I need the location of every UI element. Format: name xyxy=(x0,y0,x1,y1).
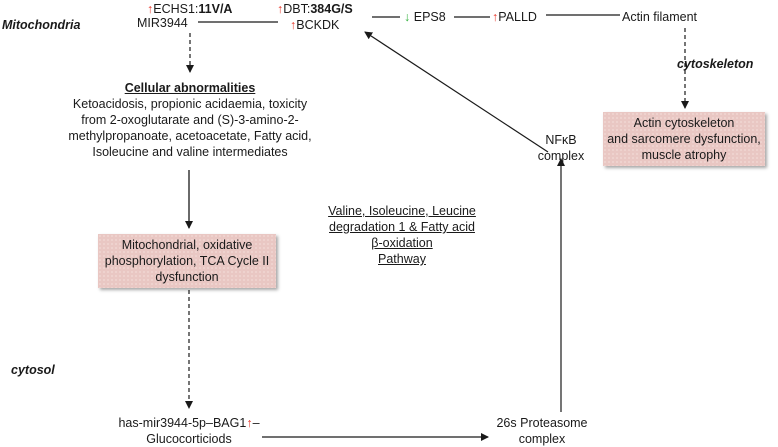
gene-mir3944: MIR3944 xyxy=(137,16,188,30)
compartment-label-cytoskeleton: cytoskeleton xyxy=(677,57,754,71)
proteasome-complex: 26s Proteasome complex xyxy=(496,416,588,446)
cellular-abnormalities-text: Ketoacidosis, propionic acidaemia, toxic… xyxy=(68,97,312,159)
mirna-bag1-glucocorticoids: has-mir3944-5p–BAG1↑– Glucocorticiods xyxy=(118,416,260,446)
cellular-abnormalities-title: Cellular abnormalities xyxy=(124,81,256,95)
actin-cytoskeleton-box: Actin cytoskeleton and sarcomere dysfunc… xyxy=(603,112,765,166)
up-arrow-icon: ↑ xyxy=(147,2,154,16)
compartment-label-mitochondria: Mitochondria xyxy=(2,18,81,32)
actin-filament-label: Actin filament xyxy=(622,10,698,24)
compartment-label-cytosol: cytosol xyxy=(11,363,55,377)
up-arrow-icon: ↑ xyxy=(492,10,499,24)
gene-bckdk: ↑BCKDK xyxy=(290,18,340,32)
nfkb-complex: NFκB complex xyxy=(537,133,585,163)
gene-dbt: ↑DBT:384G/S xyxy=(277,2,353,16)
up-arrow-icon: ↑ xyxy=(246,416,253,430)
up-arrow-icon: ↑ xyxy=(277,2,284,16)
up-arrow-icon: ↑ xyxy=(290,18,297,32)
arrow-nfkb-bckdk xyxy=(364,31,549,153)
mitochondrial-dysfunction-box: Mitochondrial, oxidative phosphorylation… xyxy=(98,234,276,288)
down-arrow-icon: ↓ xyxy=(404,10,411,24)
gene-echs1: ↑ECHS1:11V/A xyxy=(147,2,233,16)
gene-palld: ↑PALLD xyxy=(492,10,537,24)
pathway-label: Valine, Isoleucine, Leucine degradation … xyxy=(328,204,476,266)
gene-eps8: ↓ EPS8 xyxy=(404,10,446,24)
